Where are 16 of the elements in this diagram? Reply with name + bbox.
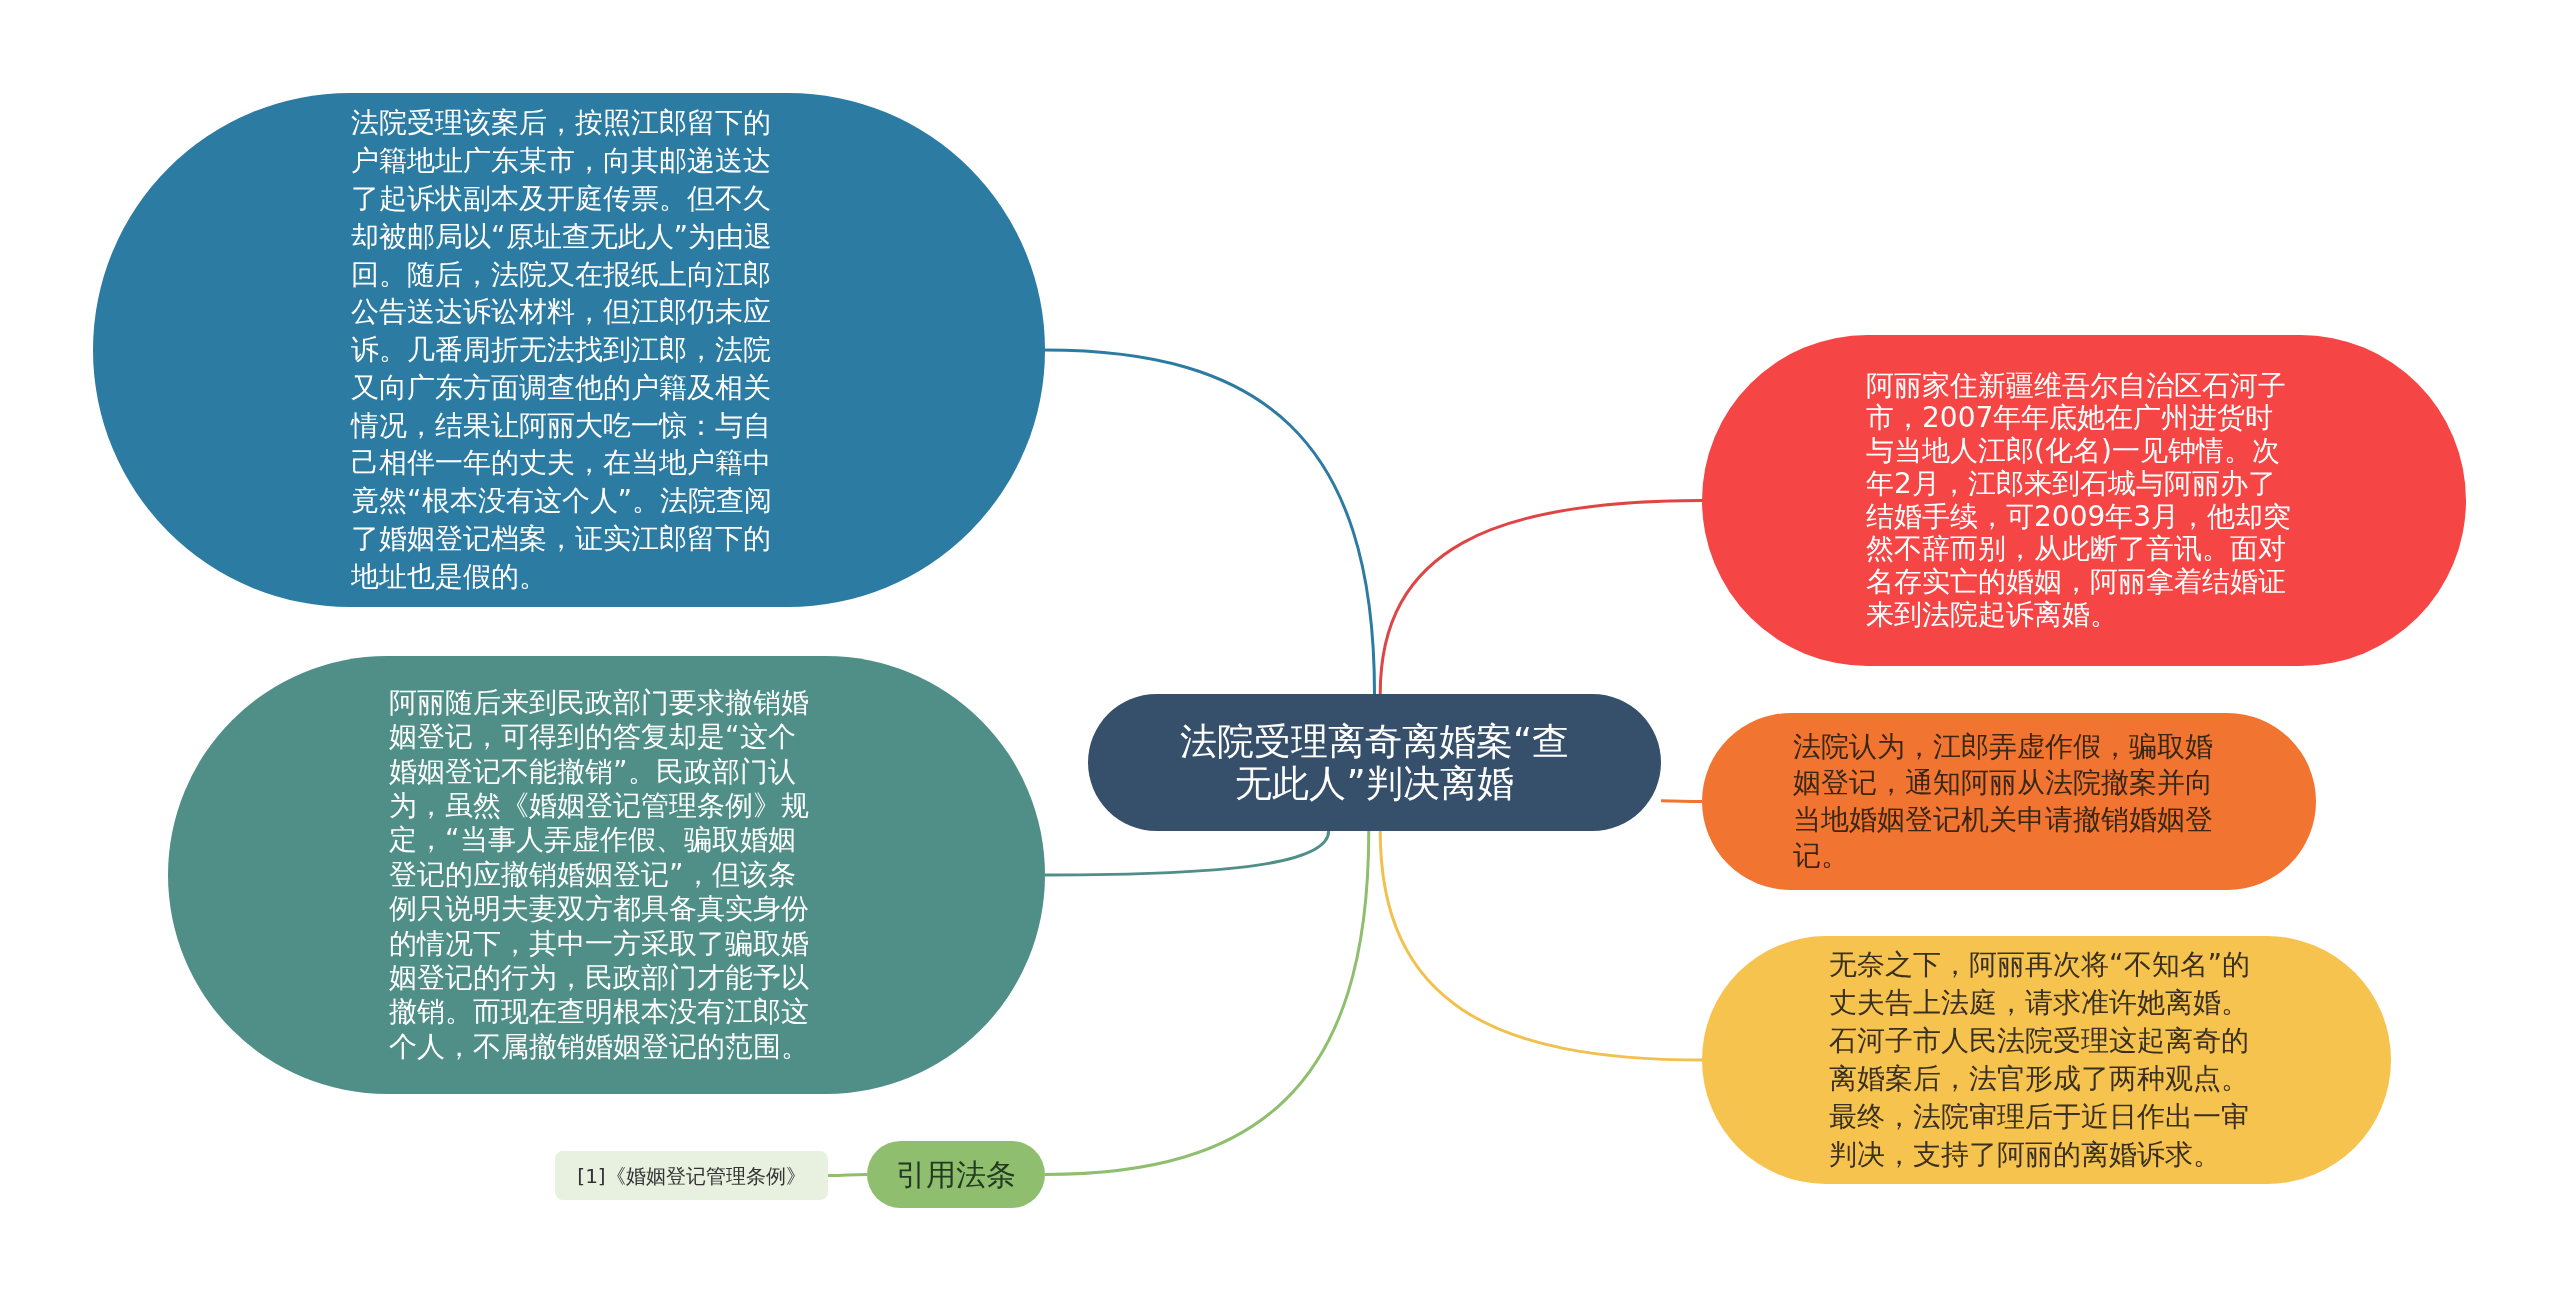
connector-line [828,1173,867,1177]
connector-line [1378,499,1703,695]
connector-line [1378,830,1703,1062]
connector-line [1661,799,1702,803]
paragraph-text: 阿丽家住新疆维吾尔自治区石河子市，2007年年底她在广州进货时与当地人江郎(化名)一见钟情。次年2月，江郎来到石城与阿丽办了结婚手续，可2009年3月，他却突然不辞而别，从此断了音讯。面对名存实亡的婚姻，阿丽拿着结婚证来到法院起诉离婚。 [1866,369,2293,632]
paragraph-text: 阿丽随后来到民政部门要求撤销婚姻登记，可得到的答复却是“这个婚姻登记不能撤销”。民政部门认为，虽然《婚姻登记管理条例》规定，“当事人弄虚作假、骗取婚姻登记的应撤销婚姻登记”，但该条例只说明夫妻双方都具备真实身份的情况下，其中一方采取了骗取婚姻登记的行为，民政部门才能予以撤销。而现在查明根本没有江郎这个人，不属撤销婚姻登记的范围。 [389,685,810,1065]
connector-line [1044,348,1376,695]
citation-text: [1]《婚姻登记管理条例》 [576,1162,807,1189]
connector-line [1044,830,1371,1176]
citation-box [555,1151,828,1200]
connector-line [1045,830,1331,877]
paragraph-text: 无奈之下，阿丽再次将“不知名”的丈夫告上法庭，请求准许她离婚。石河子市人民法院受理这起离奇的离婚案后，法官形成了两种观点。最终，法院审理后于近日作出一审判决，支持了阿丽的离婚诉求。 [1829,947,2251,1173]
paragraph-text: 法院受理该案后，按照江郎留下的户籍地址广东某市，向其邮递送达了起诉状副本及开庭传票。但不久却被邮局以“原址查无此人”为由退回。随后，法院又在报纸上向江郎公告送达诉讼材料，但江郎仍未应诉。几番周折无法找到江郎，法院又向广东方面调查他的户籍及相关情况，结果让阿丽大吃一惊：与自己相伴一年的丈夫，在当地户籍中竟然“根本没有这个人”。法院查阅了婚姻登记档案，证实江郎留下的地址也是假的。 [351,105,773,595]
paragraph-text: 法院认为，江郎弄虚作假，骗取婚姻登记，通知阿丽从法院撤案并向当地婚姻登记机关申请撤销婚姻登记。 [1793,728,2214,874]
central-topic-text: 法院受理离奇离婚案“查无此人”判决离婚 [1178,720,1571,805]
topic-text: 引用法条 [895,1156,1017,1193]
